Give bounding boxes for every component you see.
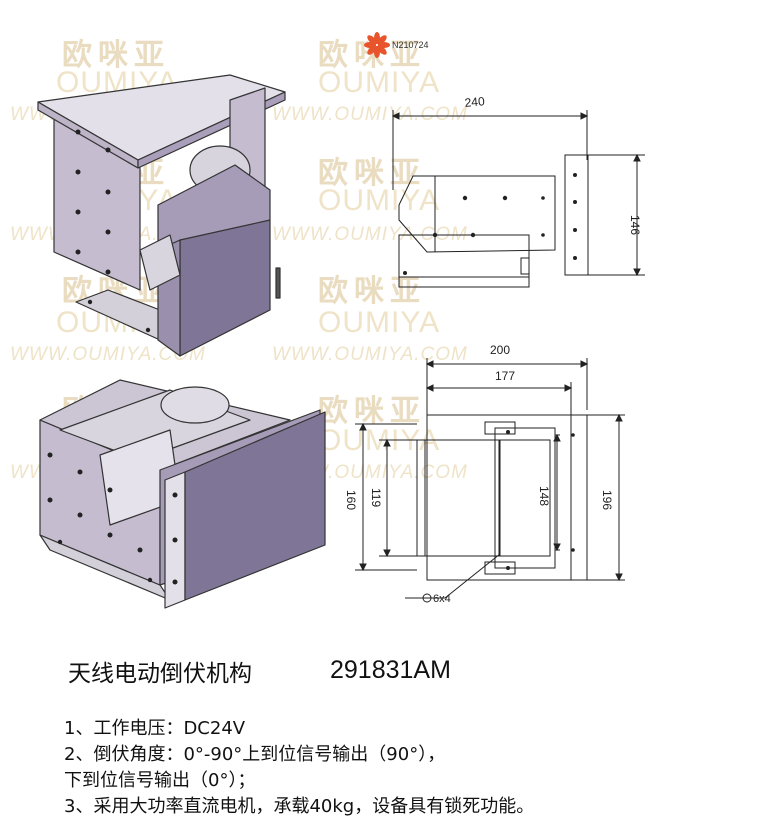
- logo-petal: [367, 35, 377, 45]
- dim-outer-height-196: 196: [600, 490, 614, 510]
- watermark-url: WWW.OUMIYA.COM: [10, 344, 206, 365]
- dim-center-148: 148: [537, 486, 551, 506]
- dim-left-outer-160: 160: [344, 490, 358, 510]
- dim-height-146: 146: [628, 215, 642, 235]
- product-model: 291831AM: [330, 656, 451, 684]
- isometric-view-upright: [37, 74, 286, 357]
- dim-overall-width-200: 200: [490, 343, 510, 357]
- technical-drawing-top: 200 177 160 119 148 196 6x4: [344, 343, 625, 605]
- spec-line-1: 1、工作电压：DC24V: [64, 718, 246, 739]
- watermark-brand-cn: 欧咪亚: [318, 156, 426, 191]
- spec-line-4: 3、采用大功率直流电机，承载40kg，设备具有锁死功能。: [64, 796, 535, 817]
- watermark-brand-en: OUMIYA: [318, 306, 441, 339]
- watermark-url: WWW.OUMIYA.COM: [272, 344, 468, 365]
- dim-inner-width-177: 177: [495, 369, 515, 383]
- hole-spec-label: 6x4: [433, 593, 451, 605]
- spec-line-3: 下到位信号输出（0°）；: [64, 770, 256, 791]
- watermark-brand-cn: 欧咪亚: [318, 394, 426, 429]
- watermark-brand-en: OUMIYA: [318, 66, 441, 99]
- product-title: 天线电动倒伏机构: [68, 661, 252, 687]
- logo-petal: [377, 35, 387, 45]
- logo-code: N210724: [392, 40, 429, 50]
- watermark-url: WWW.OUMIYA.COM: [272, 104, 468, 125]
- watermark-brand-cn: 欧咪亚: [318, 274, 426, 309]
- logo-petal: [367, 45, 377, 55]
- watermark-brand-cn: 欧咪亚: [62, 38, 170, 73]
- brand-logo-icon: [364, 32, 390, 58]
- dim-width-240: 240: [464, 94, 485, 110]
- isometric-view-folded: [39, 379, 326, 609]
- dim-left-inner-119: 119: [369, 488, 383, 507]
- spec-line-2: 2、倒伏角度：0°-90°上到位信号输出（90°），: [64, 744, 446, 765]
- technical-drawing-side: 240 146: [391, 94, 645, 288]
- watermark-brand-en: OUMIYA: [318, 184, 441, 217]
- watermark-url: WWW.OUMIYA.COM: [272, 224, 468, 245]
- logo-petal: [377, 45, 387, 55]
